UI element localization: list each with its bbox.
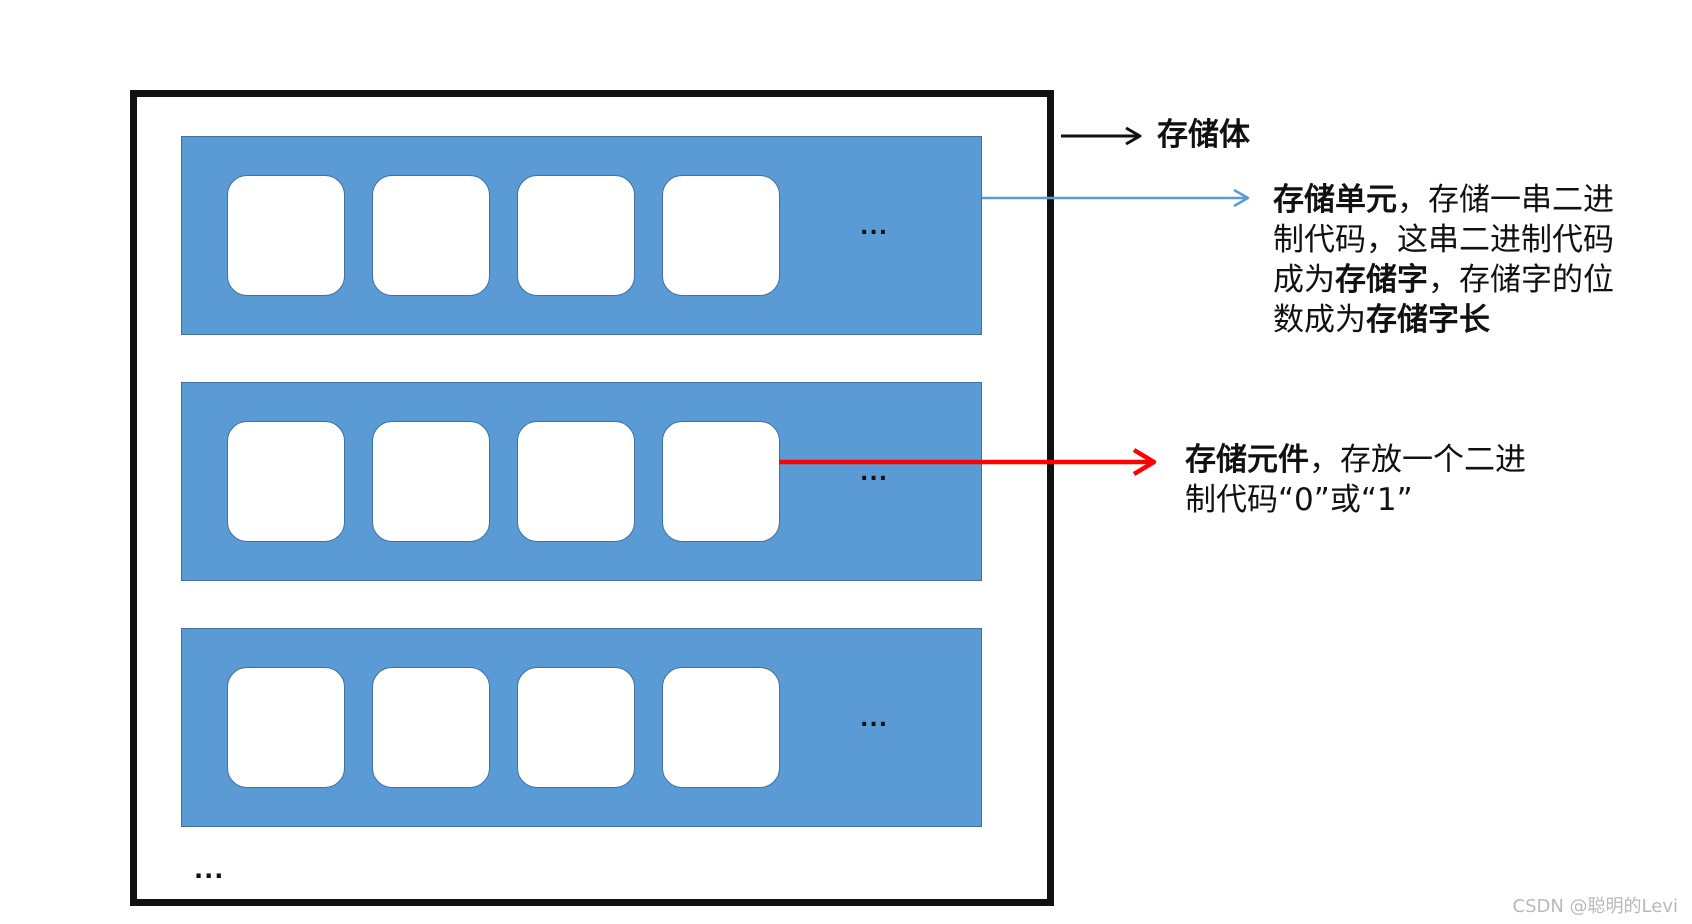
storage-element-cell [517,175,635,296]
storage-element-cell [517,667,635,788]
storage-unit-label-line-3: 成为存储字，存储字的位 [1273,260,1614,300]
storage-element-cell [227,421,345,542]
storage-body-arrowhead [1125,126,1142,146]
storage-element-cell [662,175,780,296]
storage-element-cell [227,667,345,788]
storage-word-length-term: 存储字长 [1366,302,1490,338]
storage-body-label: 存储体 [1157,117,1250,153]
storage-unit-row-1: ... [181,136,982,335]
more-rows-ellipsis: ... [194,856,225,884]
storage-unit-arrowhead [1233,188,1250,208]
storage-element-cell [372,421,490,542]
storage-unit-term: 存储单元 [1273,182,1397,218]
storage-element-label-line-2: 制代码“0”或“1” [1185,482,1413,518]
storage-unit-row-3: ... [181,628,982,827]
watermark: CSDN @聪明的Levi [1512,896,1678,917]
storage-unit-label-line-1: 存储单元，存储一串二进 [1273,180,1614,220]
storage-element-label: 存储元件，存放一个二进 制代码“0”或“1” [1185,440,1526,520]
storage-element-cell [517,421,635,542]
storage-unit-label-line-4: 数成为存储字长 [1273,300,1614,340]
storage-element-cell [662,667,780,788]
storage-element-arrowhead [1132,448,1157,476]
storage-unit-text: ，存储字的位 [1428,262,1614,298]
storage-unit-label-line-2: 制代码，这串二进制代码 [1273,222,1614,258]
storage-unit-label: 存储单元，存储一串二进 制代码，这串二进制代码 成为存储字，存储字的位 数成为存… [1273,180,1614,340]
storage-unit-text: 成为 [1273,262,1335,298]
storage-element-cell [372,175,490,296]
storage-element-text: ，存放一个二进 [1309,442,1526,478]
storage-element-cell [662,421,780,542]
storage-unit-text: 数成为 [1273,302,1366,338]
storage-element-cell [227,175,345,296]
storage-unit-text: ，存储一串二进 [1397,182,1614,218]
storage-unit-row-2: ... [181,382,982,581]
row-ellipsis: ... [860,707,889,732]
row-ellipsis: ... [860,215,889,240]
storage-element-label-line-1: 存储元件，存放一个二进 [1185,440,1526,480]
row-ellipsis: ... [860,461,889,486]
storage-element-cell [372,667,490,788]
storage-element-term: 存储元件 [1185,442,1309,478]
storage-word-term: 存储字 [1335,262,1428,298]
